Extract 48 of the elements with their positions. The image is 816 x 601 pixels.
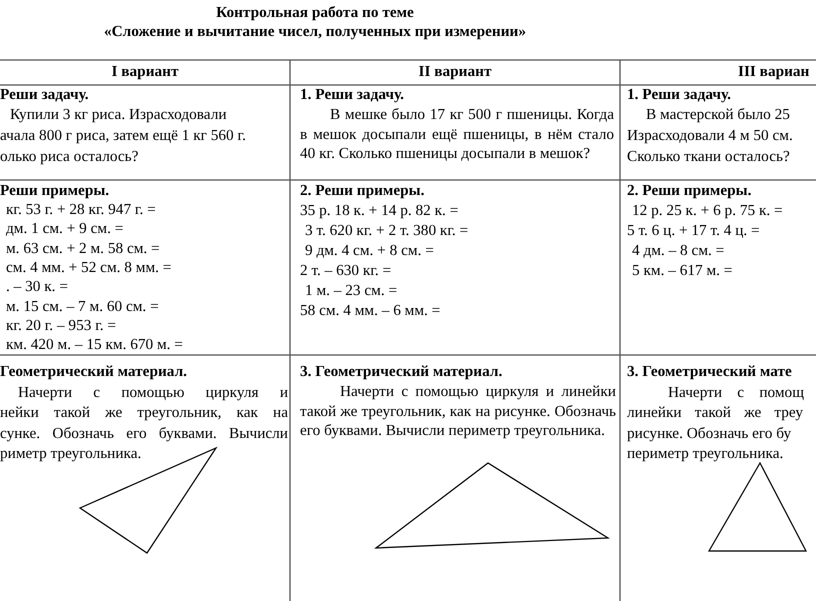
task-heading: 2. Реши примеры.: [300, 181, 424, 200]
example-line: 1 м. – 23 см. =: [305, 281, 398, 300]
example-line: 5 км. – 617 м. =: [632, 261, 732, 280]
example-line: км. 420 м. – 15 км. 670 м. =: [6, 335, 183, 354]
title-text: «Сложение и вычитание чисел, полученных при измерении»: [102, 22, 528, 41]
example-line: м. 63 см. + 2 м. 58 см. =: [6, 238, 160, 258]
example-line: 3 т. 620 кг. + 2 т. 380 кг. =: [305, 221, 468, 240]
task-heading: 1. Реши задачу.: [627, 85, 731, 104]
task-heading: 2. Реши примеры.: [627, 181, 752, 200]
column-header: III вариан: [738, 62, 810, 81]
example-line: 58 см. 4 мм. – 6 мм. =: [300, 301, 440, 320]
task-text: олько риса осталось?: [0, 147, 138, 166]
task-text: В мастерской было 25: [646, 105, 790, 124]
example-line: м. 15 см. – 7 м. 60 см. =: [6, 296, 159, 316]
task-text: Начерти с помощью циркуля и: [18, 383, 288, 402]
task-heading: 3. Геометрический материал.: [300, 362, 502, 381]
column-header: I вариант: [110, 62, 180, 81]
task-text: Купили 3 кг риса. Израсходовали: [10, 105, 227, 124]
example-line: 35 р. 18 к. + 14 р. 82 к. =: [300, 201, 458, 220]
task-heading: Геометрический материал.: [0, 362, 187, 381]
example-line: кг. 53 г. + 28 кг. 947 г. =: [6, 200, 156, 219]
task-heading: 3. Геометрический мате: [627, 362, 792, 381]
task-text: линейки такой же треу: [627, 403, 803, 422]
example-line: дм. 1 см. + 9 см. =: [6, 219, 124, 238]
title-text: Контрольная работа по теме: [215, 3, 415, 22]
task-heading: 1. Реши задачу.: [300, 85, 404, 104]
task-text: риметр треугольника.: [0, 444, 142, 463]
task-text: Начерти с помощью циркуля и линейки такой же треугольник, как на рисунке. Обозначь его буквами. Вычисли периметр треугольника.: [300, 382, 616, 440]
task-text: рисунке. Обозначь его бу: [627, 424, 792, 443]
example-line: 9 дм. 4 см. + 8 см. =: [305, 241, 434, 260]
task-heading: Реши примеры.: [0, 181, 110, 200]
example-line: 12 р. 25 к. + 6 р. 75 к. =: [632, 201, 783, 220]
task-text: Начерти с помощ: [668, 383, 804, 402]
example-line: . – 30 к. =: [6, 277, 68, 296]
task-text: периметр треугольника.: [627, 444, 784, 463]
example-line: 5 т. 6 ц. + 17 т. 4 ц. =: [627, 221, 760, 240]
example-line: кг. 20 г. – 953 г. =: [6, 316, 116, 335]
task-text: ачала 800 г риса, затем ещё 1 кг 560 г.: [0, 126, 246, 145]
task-heading: Реши задачу.: [0, 85, 89, 104]
task-text: нейки такой же треугольник, как на: [0, 403, 288, 422]
example-line: 2 т. – 630 кг. =: [300, 261, 392, 280]
example-line: см. 4 мм. + 52 см. 8 мм. =: [6, 258, 172, 277]
example-line: 4 дм. – 8 см. =: [632, 241, 724, 260]
column-header: II вариант: [418, 62, 492, 81]
task-text: Сколько ткани осталось?: [627, 147, 790, 166]
task-text: Израсходовали 4 м 50 см.: [627, 126, 793, 145]
task-text: В мешке было 17 кг 500 г пшеницы. Когда в мешок досыпали ещё пшеницы, в нём стало 40 кг. Сколько пшеницы досыпали в мешок?: [300, 105, 614, 164]
task-text: сунке. Обозначь его буквами. Вычисли: [0, 424, 288, 443]
